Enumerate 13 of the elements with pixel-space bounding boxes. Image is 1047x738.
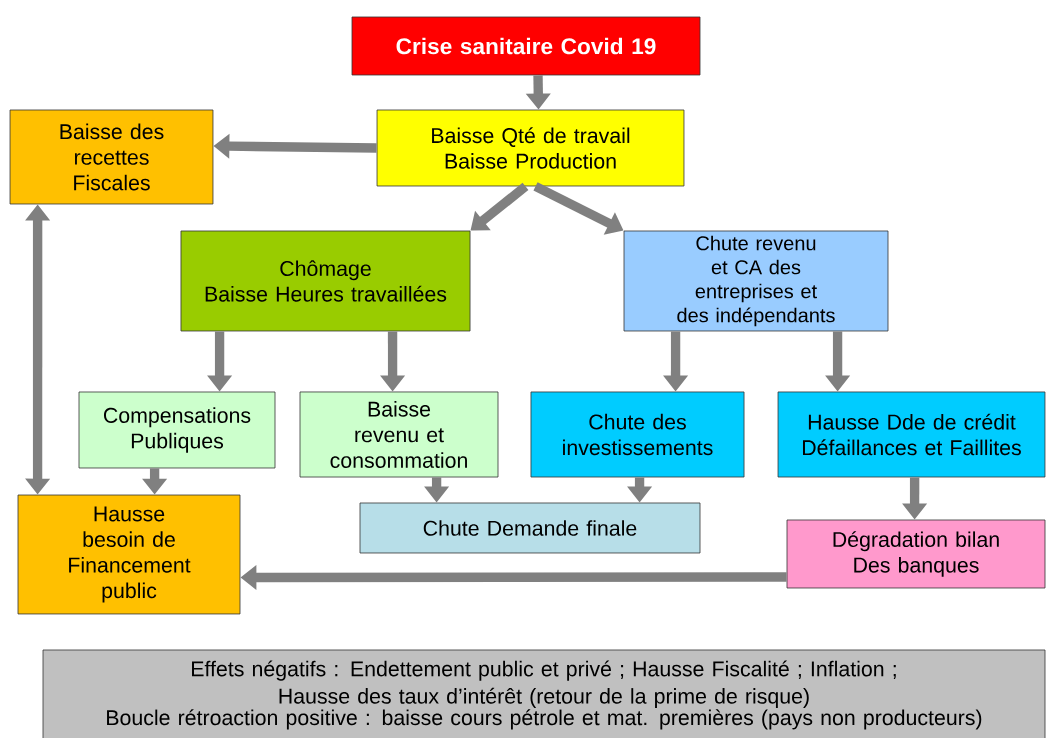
title-box: Crise sanitaire Covid 19 bbox=[351, 16, 701, 76]
process-box: Baisse des recettes Fiscales bbox=[9, 109, 214, 205]
process-box: Chute Demande finale bbox=[359, 502, 701, 554]
process-box: Hausse Dde de crédit Défaillances et Faillites bbox=[777, 391, 1046, 478]
process-box: Hausse besoin de Financement public bbox=[17, 494, 241, 615]
note-box: Effets négatifs : Endettement public et privé ; Hausse Fiscalité ; Inflation ; Hausse des taux d’intérêt (retour de la prime de risque) Boucle rétroaction positive : baisse cours pétrole et mat. premières (pays non producteurs) bbox=[42, 649, 1046, 738]
process-box: Chute revenu et CA des entreprises et des indépendants bbox=[623, 230, 889, 332]
process-box: Chute des investissements bbox=[530, 391, 745, 478]
process-box: Compensations Publiques bbox=[78, 391, 276, 469]
process-box: Baisse Qté de travail Baisse Production bbox=[376, 109, 685, 187]
process-box: Baisse revenu et consommation bbox=[299, 391, 499, 478]
process-box: Chômage Baisse Heures travaillées bbox=[180, 230, 471, 332]
process-box: Dégradation bilan Des banques bbox=[786, 519, 1046, 589]
